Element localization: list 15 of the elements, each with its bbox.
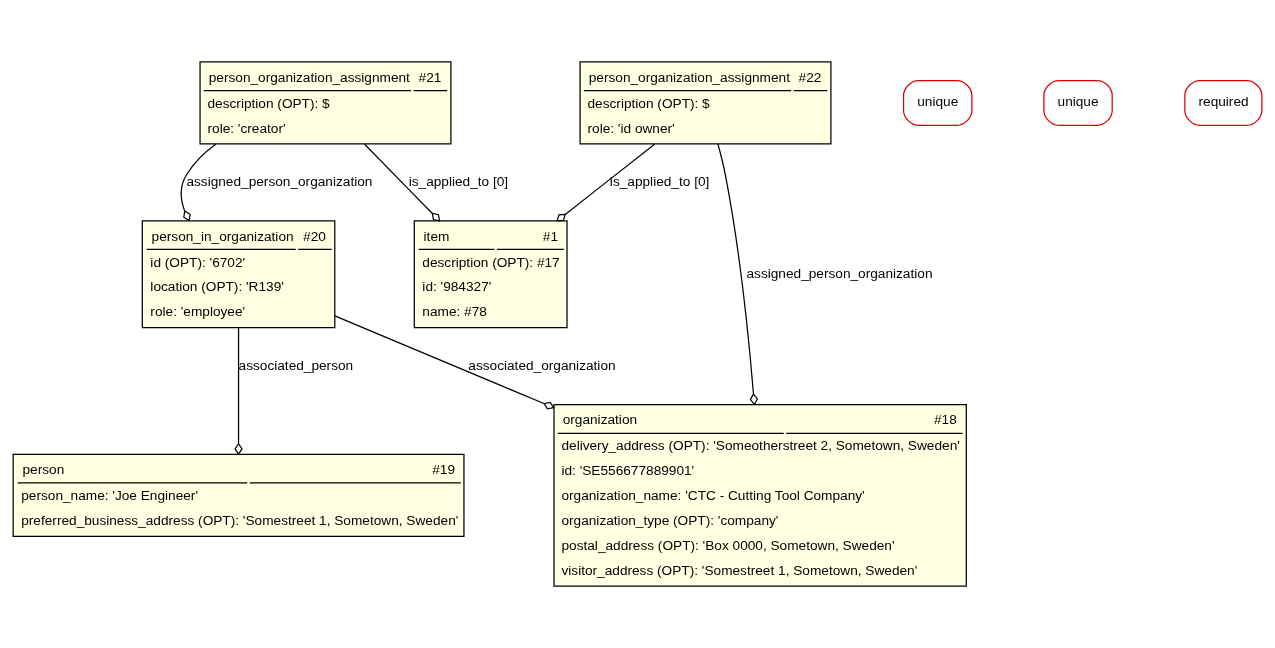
connector [364, 143, 441, 222]
edge-label: associated_organization [468, 357, 616, 373]
edge-label: assigned_person_organization [186, 173, 373, 189]
connector [556, 143, 656, 222]
connector [717, 143, 759, 406]
connector [180, 143, 217, 222]
node-box: required [1184, 79, 1263, 126]
connector [234, 327, 243, 456]
edge-label: is_applied_to [0] [609, 173, 710, 189]
edge-label: assigned_person_organization [746, 265, 933, 281]
node-box: unique [902, 79, 973, 126]
edge-label: associated_person [238, 357, 354, 373]
connector [334, 315, 555, 410]
edge-label: is_applied_to [0] [408, 173, 509, 189]
node-box: unique [1043, 79, 1113, 126]
